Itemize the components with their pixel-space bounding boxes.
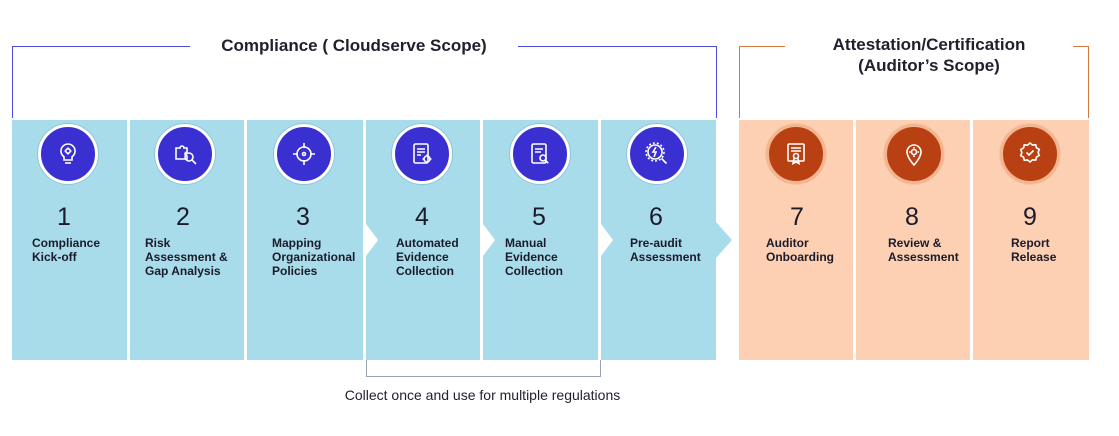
chevron-arrow-icon bbox=[716, 222, 732, 258]
chevron-arrow-icon bbox=[601, 224, 613, 256]
step-label-line: Report bbox=[1011, 236, 1050, 250]
step-number: 9 bbox=[1023, 203, 1037, 231]
badge-check-icon bbox=[1000, 124, 1060, 184]
compliance-scope-bracket bbox=[12, 46, 717, 118]
step-number: 6 bbox=[649, 203, 663, 231]
step-number: 4 bbox=[415, 203, 429, 231]
step-separator bbox=[127, 120, 130, 360]
step-separator bbox=[363, 120, 366, 360]
location-gear-icon bbox=[884, 124, 944, 184]
step-label-review-assessment: Review & Assessment bbox=[888, 236, 959, 264]
evidence-collection-bracket bbox=[366, 360, 601, 377]
step-separator bbox=[598, 120, 601, 360]
chevron-arrow-icon bbox=[483, 224, 495, 256]
step-label-line: Release bbox=[1011, 250, 1057, 264]
step-label-line: Onboarding bbox=[766, 250, 834, 264]
step-label-auditor-onboarding: Auditor Onboarding bbox=[766, 236, 834, 264]
step-label-pre-audit: Pre-audit Assessment bbox=[630, 236, 701, 264]
step-label-automated-evidence: Automated Evidence Collection bbox=[396, 236, 459, 278]
step-label-mapping-policies: Mapping Organizational Policies bbox=[272, 236, 355, 278]
step-number: 2 bbox=[176, 203, 190, 231]
step-label-line: Compliance bbox=[32, 236, 101, 250]
step-separator bbox=[480, 120, 483, 360]
step-label-line: Organizational bbox=[272, 250, 356, 264]
step-label-compliance-kickoff: Compliance Kick-off bbox=[32, 236, 100, 264]
step-label-line: Mapping bbox=[272, 236, 322, 250]
step-number: 5 bbox=[532, 203, 546, 231]
step-label-line: Policies bbox=[272, 264, 318, 278]
step-label-line: Gap Analysis bbox=[145, 264, 221, 278]
magnifier-lightning-icon bbox=[627, 124, 687, 184]
attestation-scope-title: Attestation/Certification (Auditor’s Sco… bbox=[785, 34, 1073, 76]
attestation-title-line1: Attestation/Certification bbox=[832, 35, 1026, 54]
step-label-line: Pre-audit bbox=[630, 236, 683, 250]
certificate-icon bbox=[766, 124, 826, 184]
step-separator bbox=[244, 120, 247, 360]
step-label-line: Assessment & bbox=[145, 250, 228, 264]
step-label-line: Automated bbox=[396, 236, 459, 250]
step-label-line: Collection bbox=[396, 264, 455, 278]
collect-once-note: Collect once and use for multiple regula… bbox=[344, 387, 621, 403]
document-search-icon bbox=[510, 124, 570, 184]
step-label-report-release: Report Release bbox=[1011, 236, 1056, 264]
step-label-line: Risk bbox=[145, 236, 171, 250]
step-number: 8 bbox=[905, 203, 919, 231]
step-label-line: Assessment bbox=[630, 250, 701, 264]
step-label-line: Assessment bbox=[888, 250, 959, 264]
compliance-scope-title: Compliance ( Cloudserve Scope) bbox=[190, 35, 518, 56]
step-label-risk-assessment: Risk Assessment & Gap Analysis bbox=[145, 236, 228, 278]
chevron-arrow-icon bbox=[366, 224, 378, 256]
step-number: 1 bbox=[57, 203, 71, 231]
step-separator bbox=[970, 120, 973, 360]
step-separator bbox=[853, 120, 856, 360]
step-label-line: Evidence bbox=[396, 250, 449, 264]
step-label-line: Review & bbox=[888, 236, 942, 250]
step-label-line: Evidence bbox=[505, 250, 558, 264]
lightbulb-gear-icon bbox=[38, 124, 98, 184]
step-label-manual-evidence: Manual Evidence Collection bbox=[505, 236, 563, 278]
attestation-title-line2: (Auditor’s Scope) bbox=[858, 56, 1000, 75]
step-label-line: Collection bbox=[505, 264, 564, 278]
step-label-line: Kick-off bbox=[32, 250, 77, 264]
crosshair-target-icon bbox=[274, 124, 334, 184]
step-number: 7 bbox=[790, 203, 804, 231]
step-number: 3 bbox=[296, 203, 310, 231]
document-gear-icon bbox=[392, 124, 452, 184]
step-label-line: Manual bbox=[505, 236, 547, 250]
step-label-line: Auditor bbox=[766, 236, 809, 250]
puzzle-magnifier-icon bbox=[155, 124, 215, 184]
